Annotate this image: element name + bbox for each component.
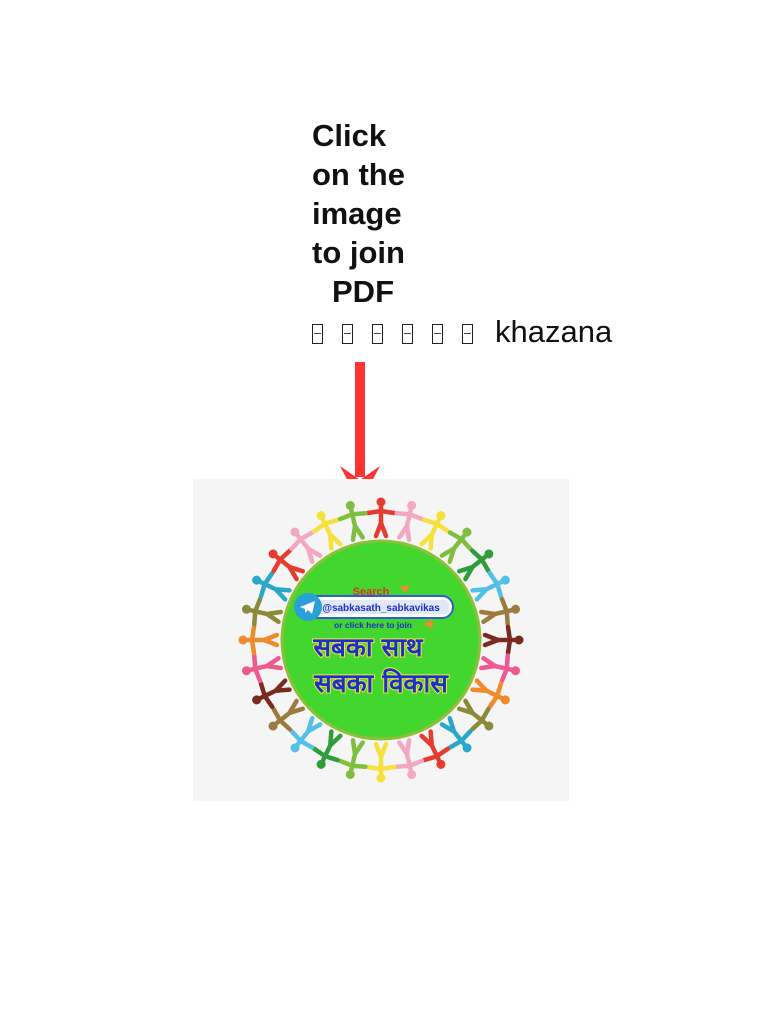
person-figure	[311, 729, 343, 769]
join-promo-image[interactable]: Search @sabkasath_sabkavikas or click he…	[193, 479, 569, 801]
person-figure	[365, 741, 397, 783]
pointing-down-icon	[400, 586, 410, 593]
person-figure	[337, 738, 368, 780]
person-figure	[241, 596, 283, 627]
person-figure	[311, 511, 343, 551]
person-figure	[394, 738, 425, 780]
person-figure	[238, 624, 280, 656]
instruction-text: Click on the image to join PDF	[312, 116, 512, 311]
promo-graphic: Search @sabkasath_sabkavikas or click he…	[238, 497, 524, 783]
person-figure	[289, 527, 323, 565]
instruction-line: Click	[312, 118, 387, 153]
person-figure	[470, 678, 510, 710]
person-figure	[439, 527, 473, 565]
person-figure	[479, 653, 521, 684]
missing-glyph-placeholders	[312, 320, 473, 344]
missing-glyph-box	[462, 324, 473, 344]
person-figure	[268, 548, 306, 582]
slogan-line-2: सबका विकास	[313, 668, 449, 699]
person-figure	[439, 715, 473, 753]
person-figure	[456, 548, 494, 582]
instruction-line: image	[312, 196, 402, 231]
person-figure	[252, 570, 292, 602]
person-figure	[479, 596, 521, 627]
person-figure	[394, 500, 425, 542]
person-figure	[456, 698, 494, 732]
person-figure	[337, 500, 368, 542]
instruction-line: on the	[312, 157, 405, 192]
people-ring	[238, 497, 524, 783]
missing-glyph-box	[432, 324, 443, 344]
telegram-icon	[294, 593, 322, 621]
person-figure	[241, 653, 283, 684]
handle-pill-inner	[317, 600, 449, 614]
missing-glyph-box	[312, 324, 323, 344]
person-figure	[419, 511, 451, 551]
instruction-line: PDF	[332, 274, 394, 309]
person-figure	[482, 624, 524, 656]
slogan-line-1: सबका साथ	[312, 633, 423, 663]
person-figure	[289, 715, 323, 753]
khazana-word: khazana	[495, 314, 613, 349]
missing-glyph-box	[402, 324, 413, 344]
instruction-line: to join	[312, 235, 405, 270]
instruction-tail: khazana	[312, 314, 612, 350]
person-figure	[365, 497, 397, 539]
missing-glyph-box	[342, 324, 353, 344]
missing-glyph-box	[372, 324, 383, 344]
person-figure	[419, 729, 451, 769]
join-hint: or click here to join	[334, 620, 412, 630]
promo-circle	[280, 539, 482, 741]
telegram-handle: @sabkasath_sabkavikas	[322, 603, 440, 614]
person-figure	[470, 570, 510, 602]
hand-pointer-icon	[425, 618, 434, 630]
person-figure	[252, 678, 292, 710]
person-figure	[268, 698, 306, 732]
